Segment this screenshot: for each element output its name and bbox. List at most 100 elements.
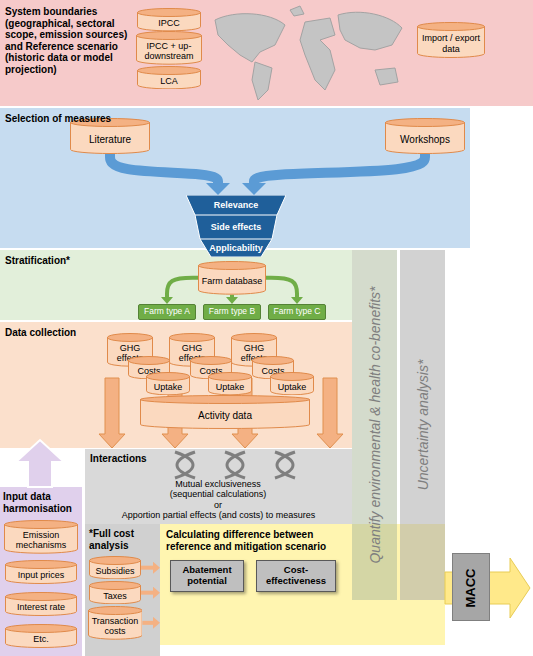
cylinder-top	[199, 262, 266, 270]
band-fill	[85, 449, 352, 524]
box-label: IPCC + up-downstream	[139, 41, 199, 62]
box-label: Interest rate	[17, 602, 65, 612]
cylinder-top	[88, 607, 142, 615]
band-fill	[0, 108, 470, 248]
stage-band: Emission mechanismsInput pricesInterest …	[0, 487, 82, 656]
text-slot: Interactions	[90, 453, 210, 465]
stage-band: Uncertainty analysis*	[400, 250, 445, 600]
heading-text: Calculating difference between reference…	[166, 529, 356, 552]
box-label: IPCC	[158, 18, 180, 28]
stage-band: Quantify environmental & health co-benef…	[352, 250, 397, 600]
stage-band: Farm databaseFarm type AFarm type BFarm …	[0, 250, 352, 320]
box-label: LCA	[160, 76, 178, 86]
cylinder-top	[108, 334, 153, 342]
flow-arrow	[141, 591, 153, 595]
cylinder-top	[271, 373, 314, 381]
stage-band: Literature WorkshopsRelevanceSide effects…	[0, 108, 470, 248]
data-cylinder: Activity data	[140, 395, 310, 429]
heading-text: Data collection	[5, 327, 135, 339]
cylinder-top	[209, 373, 252, 381]
text-slot: Quantify environmental & health co-benef…	[366, 286, 382, 563]
cylinder-top	[170, 334, 215, 342]
funnel-stage: Side effects	[195, 215, 277, 239]
stage-band: SubsidiesTaxesTransaction costs *Full cos…	[85, 524, 160, 656]
cylinder-top	[138, 9, 201, 17]
result-box: Abatement potential	[170, 560, 244, 592]
map-continent	[290, 6, 304, 16]
box-label: Subsidies	[95, 566, 134, 576]
flow-arrow	[142, 621, 153, 625]
band-fill	[0, 0, 533, 106]
text-slot: *Full cost analysis	[89, 528, 157, 551]
data-cylinder: Farm database	[198, 261, 266, 295]
twist-symbol	[225, 452, 245, 478]
box-label: Activity data	[198, 410, 252, 422]
box-label: Relevance	[214, 200, 259, 210]
interaction-symbols	[175, 452, 295, 478]
text-slot: Stratification*	[5, 255, 135, 267]
box-label: Abatement potential	[174, 565, 240, 587]
funnel-segment	[195, 215, 277, 239]
band-fill	[400, 250, 445, 600]
data-cylinder: Input prices	[5, 560, 77, 584]
text-slot: Calculating difference between reference…	[166, 529, 356, 552]
body-text: Apportion partial effects (and costs) to…	[90, 510, 347, 520]
flow-arrow	[167, 278, 198, 297]
down-arrow	[99, 378, 125, 448]
harmonisation-up-arrow	[16, 440, 64, 487]
cylinder-top	[6, 625, 77, 633]
data-cylinder: Workshops	[385, 118, 465, 154]
heading-text: MACC	[464, 569, 479, 608]
box-label: Workshops	[400, 134, 450, 146]
heading-text: Interactions	[90, 453, 210, 465]
text-slot: System boundaries (geographical, sectora…	[5, 6, 133, 75]
cylinder-top	[90, 557, 141, 565]
box-label: Cost-effectiveness	[260, 565, 332, 587]
cylinder-top	[6, 561, 77, 569]
band-fill	[0, 322, 352, 448]
text-slot: Mutual exclusiveness (sequential calcula…	[158, 479, 278, 500]
farm-type-box: Farm type A	[138, 304, 196, 320]
box-label: Applicability	[209, 243, 263, 253]
map-continent	[375, 68, 398, 85]
box-label: Literature	[89, 134, 131, 146]
text-slot: or	[158, 500, 278, 510]
twist-symbol	[275, 452, 295, 478]
text-slot: Data collection	[5, 327, 135, 339]
band-fill	[0, 487, 82, 656]
data-cylinder: Subsidies	[89, 556, 141, 579]
stage-band: GHG effectsCostsUptakeGHG effectsCostsUp…	[0, 322, 352, 448]
result-box: Cost-effectiveness	[256, 560, 336, 592]
data-cylinder: Transaction costs	[88, 606, 143, 640]
box-label: Transaction costs	[91, 616, 140, 637]
text-slot: MACC	[464, 569, 479, 608]
data-cylinder: LCA	[137, 66, 201, 89]
stage-band: InteractionsMutual exclusiveness (sequen…	[85, 449, 352, 524]
flow-arrow	[254, 154, 425, 183]
cylinder-top	[129, 357, 170, 365]
farm-type-box: Farm type B	[203, 304, 261, 320]
funnel-stage: Relevance	[186, 195, 286, 215]
box-label: Import / export data	[420, 33, 482, 54]
cylinder-top	[6, 593, 77, 601]
box-label: Farm type B	[209, 307, 255, 317]
heading-text: Selection of measures	[5, 113, 135, 125]
heading-text: Input data harmonisation	[3, 491, 80, 514]
box-label: Taxes	[103, 591, 127, 601]
stage-band: IPCC IPCC + up-downstreamLCA Import / expo…	[0, 0, 533, 106]
macc-box: MACC	[452, 553, 490, 621]
text-slot: Apportion partial effects (and costs) to…	[90, 510, 347, 520]
stage-band: Abatement potential Cost-effectiveness Cal…	[160, 524, 445, 645]
cylinder-top	[138, 67, 201, 75]
box-label: Side effects	[211, 222, 262, 232]
data-cylinder: Taxes	[89, 581, 141, 604]
down-arrow	[317, 378, 343, 448]
cylinder-top	[141, 396, 310, 404]
text-slot: Selection of measures	[5, 113, 135, 125]
map-continent	[338, 12, 402, 50]
cylinder-top	[191, 357, 232, 365]
twist-symbol	[175, 452, 195, 478]
cylinder-top	[147, 373, 190, 381]
heading-text: Uncertainty analysis*	[414, 360, 430, 491]
world-map	[215, 6, 402, 100]
